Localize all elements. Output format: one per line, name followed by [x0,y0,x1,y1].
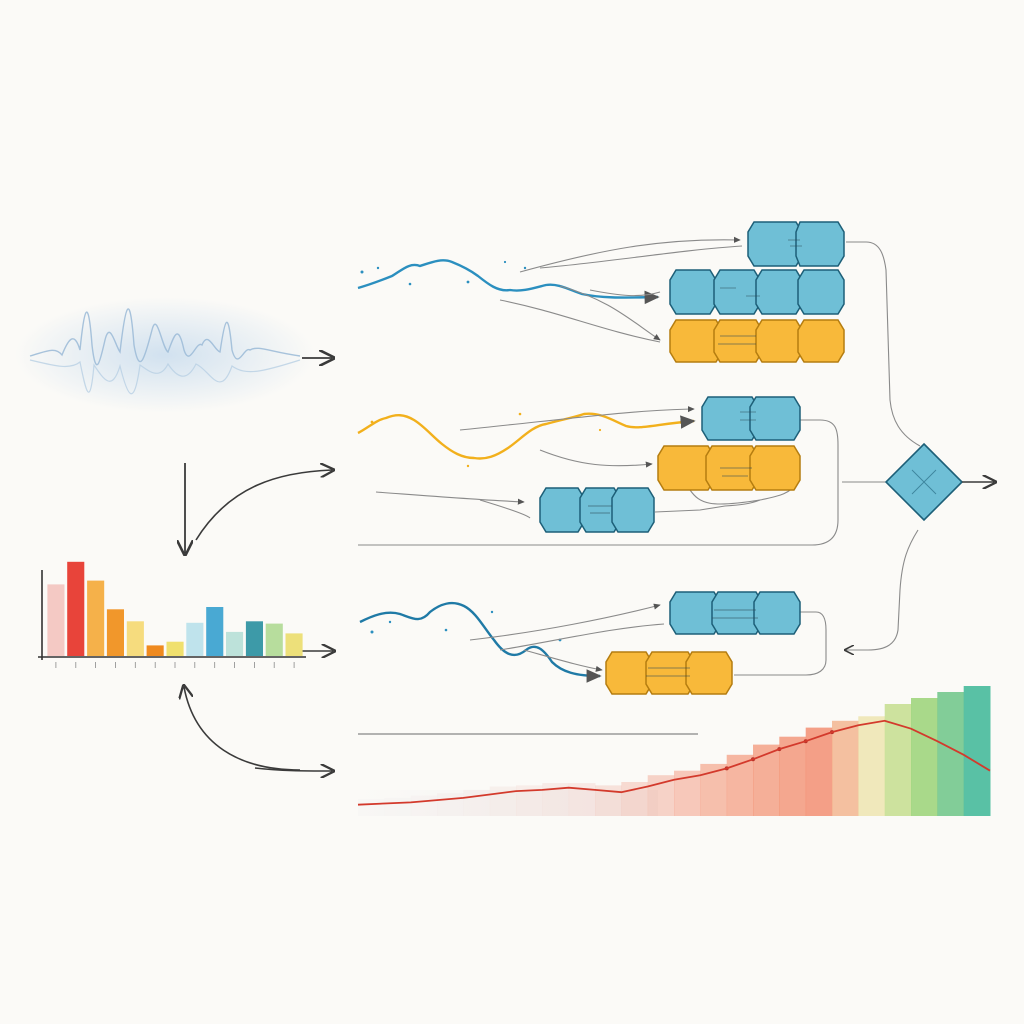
block-row-8 [605,651,733,695]
blue-block [669,269,717,315]
audio-waveform [15,297,315,413]
area-chart-line [357,719,991,806]
area-chart-band [726,754,754,816]
waveform-mirror [29,359,301,395]
area-chart-band [779,736,807,816]
bar-chart-tick-marks [55,662,295,668]
decision-node [884,442,994,522]
area-chart-band [384,797,412,816]
bar-chart-bar [206,607,224,656]
block-row-4 [701,396,801,441]
block-row-3 [669,319,845,363]
bar-chart [38,561,306,668]
area-chart-band [410,795,438,816]
area-chart-band [805,727,833,816]
yellow-block [755,319,803,363]
bar-chart-bar [265,623,283,656]
bar-chart-bar [87,580,105,656]
block-row-6 [539,487,655,533]
block-scribbles [588,239,802,677]
bar-chart-bar [186,622,204,656]
block-row-7 [669,591,801,635]
bar-chart-bar [226,631,244,656]
arrow-curve-to-yellow-row [195,470,332,541]
area-chart-band [753,744,780,816]
area-chart-band [358,799,385,816]
waveform-glow [15,297,315,413]
yellow-block [797,319,845,363]
area-chart-band [832,720,859,816]
signal-waves [357,259,696,683]
waveform-trace [29,308,301,366]
blue-block [611,487,655,533]
left-arrows [184,358,333,771]
blue-block [753,591,801,635]
arrow-curve-up-to-chart [184,687,301,771]
area-chart-band [858,716,886,816]
wave-noise-dots [360,260,562,642]
connector-lines [358,236,921,676]
block-row-1 [747,221,845,267]
area-chart-band [911,698,938,816]
yellow-block [749,445,801,491]
area-chart-band [437,793,464,816]
yellow-block [605,651,653,695]
blue-block [539,487,585,533]
blue-wave-bottom [359,601,602,683]
bar-chart-bar [166,641,184,656]
blue-block [747,221,845,267]
block-row-2 [669,269,845,315]
area-chart-band [884,704,912,816]
area-chart-band [647,775,675,816]
yellow-block [685,651,733,695]
bar-chart-bar [67,561,85,656]
bar-chart-bar [106,609,124,656]
area-chart [357,686,991,816]
bar-chart-bar [245,621,263,656]
area-chart-band [937,692,965,816]
bar-chart-bar [47,584,65,656]
arrow-curve-to-area [254,768,332,771]
blue-wave-top [357,259,660,305]
yellow-wave [357,412,696,460]
area-chart-band [463,789,491,816]
bar-chart-bar [126,621,144,656]
block-row-5 [657,445,801,491]
area-chart-band [963,686,991,816]
blue-block [713,269,761,315]
bar-chart-bar [285,633,303,656]
blue-block [749,396,801,441]
blue-block [797,269,845,315]
bar-chart-bar [146,645,164,656]
yellow-block [713,319,763,363]
blue-block [755,269,803,315]
